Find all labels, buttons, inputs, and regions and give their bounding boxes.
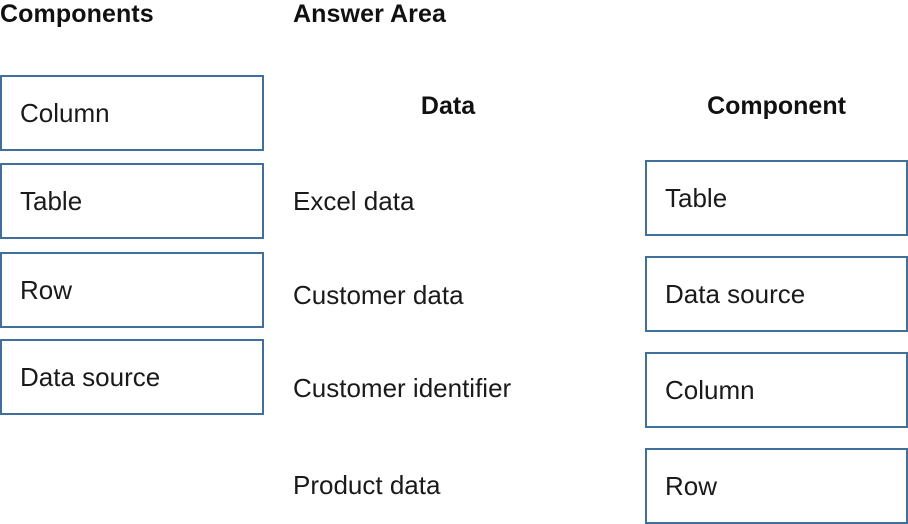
data-row-label: Excel data	[293, 186, 415, 216]
components-section-title: Components	[0, 0, 154, 28]
component-token[interactable]: Row	[0, 252, 264, 328]
data-row-label: Product data	[293, 470, 441, 500]
component-token-label: Row	[20, 275, 73, 305]
answer-drop-target[interactable]: Data source	[645, 256, 908, 332]
column-header-component: Component	[707, 92, 846, 120]
answer-area-section-title: Answer Area	[293, 0, 447, 28]
answer-drop-target[interactable]: Table	[645, 160, 908, 236]
answer-drop-target[interactable]: Column	[645, 352, 908, 428]
data-row-label: Customer identifier	[293, 373, 512, 403]
component-token[interactable]: Column	[0, 75, 264, 151]
component-token-label: Column	[20, 98, 110, 128]
answer-drop-target-label: Column	[665, 375, 755, 405]
answer-drop-target-label: Row	[665, 471, 718, 501]
column-header-data: Data	[420, 92, 476, 120]
answer-drop-target-label: Data source	[665, 279, 806, 309]
component-token-label: Data source	[20, 362, 161, 392]
answer-drop-target[interactable]: Row	[645, 448, 908, 524]
component-token[interactable]: Table	[0, 163, 264, 239]
answer-drop-target-label: Table	[665, 183, 728, 213]
component-token[interactable]: Data source	[0, 339, 264, 415]
data-row-label: Customer data	[293, 280, 464, 310]
component-token-label: Table	[20, 186, 83, 216]
